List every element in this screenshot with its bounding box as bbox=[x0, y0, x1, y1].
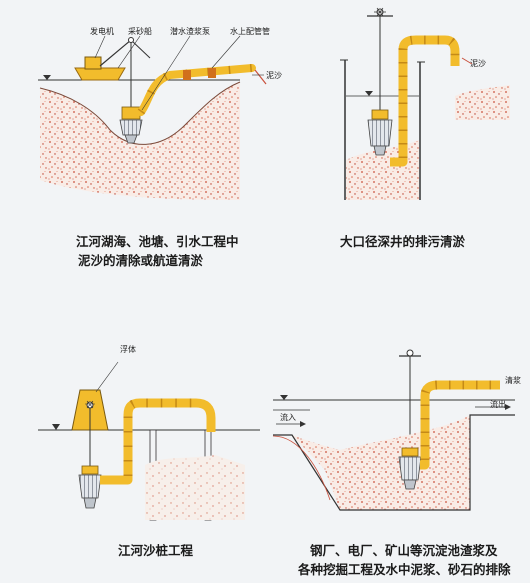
label-float: 浮体 bbox=[120, 344, 136, 354]
label-generator: 发电机 bbox=[90, 26, 114, 36]
pond-outline bbox=[273, 414, 515, 511]
pipe-float bbox=[183, 70, 191, 80]
ground-sediment-mound bbox=[455, 85, 510, 120]
pond-submersible-pump bbox=[398, 447, 422, 490]
caption-panel3: 江河沙桩工程 bbox=[118, 543, 194, 558]
water-level-marker bbox=[280, 395, 288, 400]
label-dredger-boat: 采砂船 bbox=[128, 26, 152, 36]
water-level-marker bbox=[52, 424, 60, 430]
hoist-pulley-icon bbox=[406, 349, 414, 357]
label-slurry: 清浆 bbox=[505, 375, 521, 385]
caption-panel4-line2: 各种挖掘工程及水中泥浆、砂石的排除 bbox=[298, 562, 511, 577]
pond-discharge-pipe bbox=[420, 380, 500, 470]
label-floating-pipe: 水上配管管 bbox=[230, 26, 270, 36]
well-submersible-pump bbox=[367, 109, 393, 156]
outflow-arrow bbox=[254, 69, 267, 85]
caption-panel2: 大口径深井的排污清淤 bbox=[340, 234, 466, 249]
generator-box bbox=[84, 56, 102, 70]
pond-sediment bbox=[292, 415, 470, 510]
water-level-marker bbox=[43, 75, 51, 80]
pile-submersible-pump bbox=[78, 465, 102, 509]
label-submersible-pump: 潜水渣浆泵 bbox=[170, 26, 210, 36]
caption-panel1-line2: 泥沙的清除或航道清淤 bbox=[78, 253, 204, 268]
pulley-icon bbox=[128, 37, 134, 43]
well-discharge-pipe bbox=[390, 35, 460, 167]
caption-panel1-line1: 江河湖海、池塘、引水工程中 bbox=[76, 234, 239, 249]
panel-deep-well: 泥沙 bbox=[340, 7, 510, 200]
dredger-boat bbox=[74, 67, 126, 81]
submersible-pump bbox=[119, 106, 143, 144]
label-outflow: 流出 bbox=[490, 399, 506, 409]
caption-panel4-line1: 钢厂、电厂、矿山等沉淀池渣浆及 bbox=[310, 543, 498, 558]
panel-settling-pond: 流入 清浆 流出 bbox=[272, 349, 521, 511]
label-inflow: 流入 bbox=[280, 412, 296, 422]
pile-discharge-pipe bbox=[100, 398, 216, 485]
riverbed-sediment bbox=[40, 82, 240, 200]
water-level-marker bbox=[365, 91, 373, 96]
pile-sediment bbox=[145, 455, 245, 520]
label-sediment: 泥沙 bbox=[266, 71, 282, 80]
pipe-float bbox=[208, 68, 216, 78]
panel-river-dredging: 发电机 采砂船 潜水渣浆泵 水上配管管 泥沙 bbox=[38, 26, 282, 200]
panel-river-sand-pile: 浮体 bbox=[38, 344, 260, 521]
label-sediment: 泥沙 bbox=[470, 59, 486, 68]
